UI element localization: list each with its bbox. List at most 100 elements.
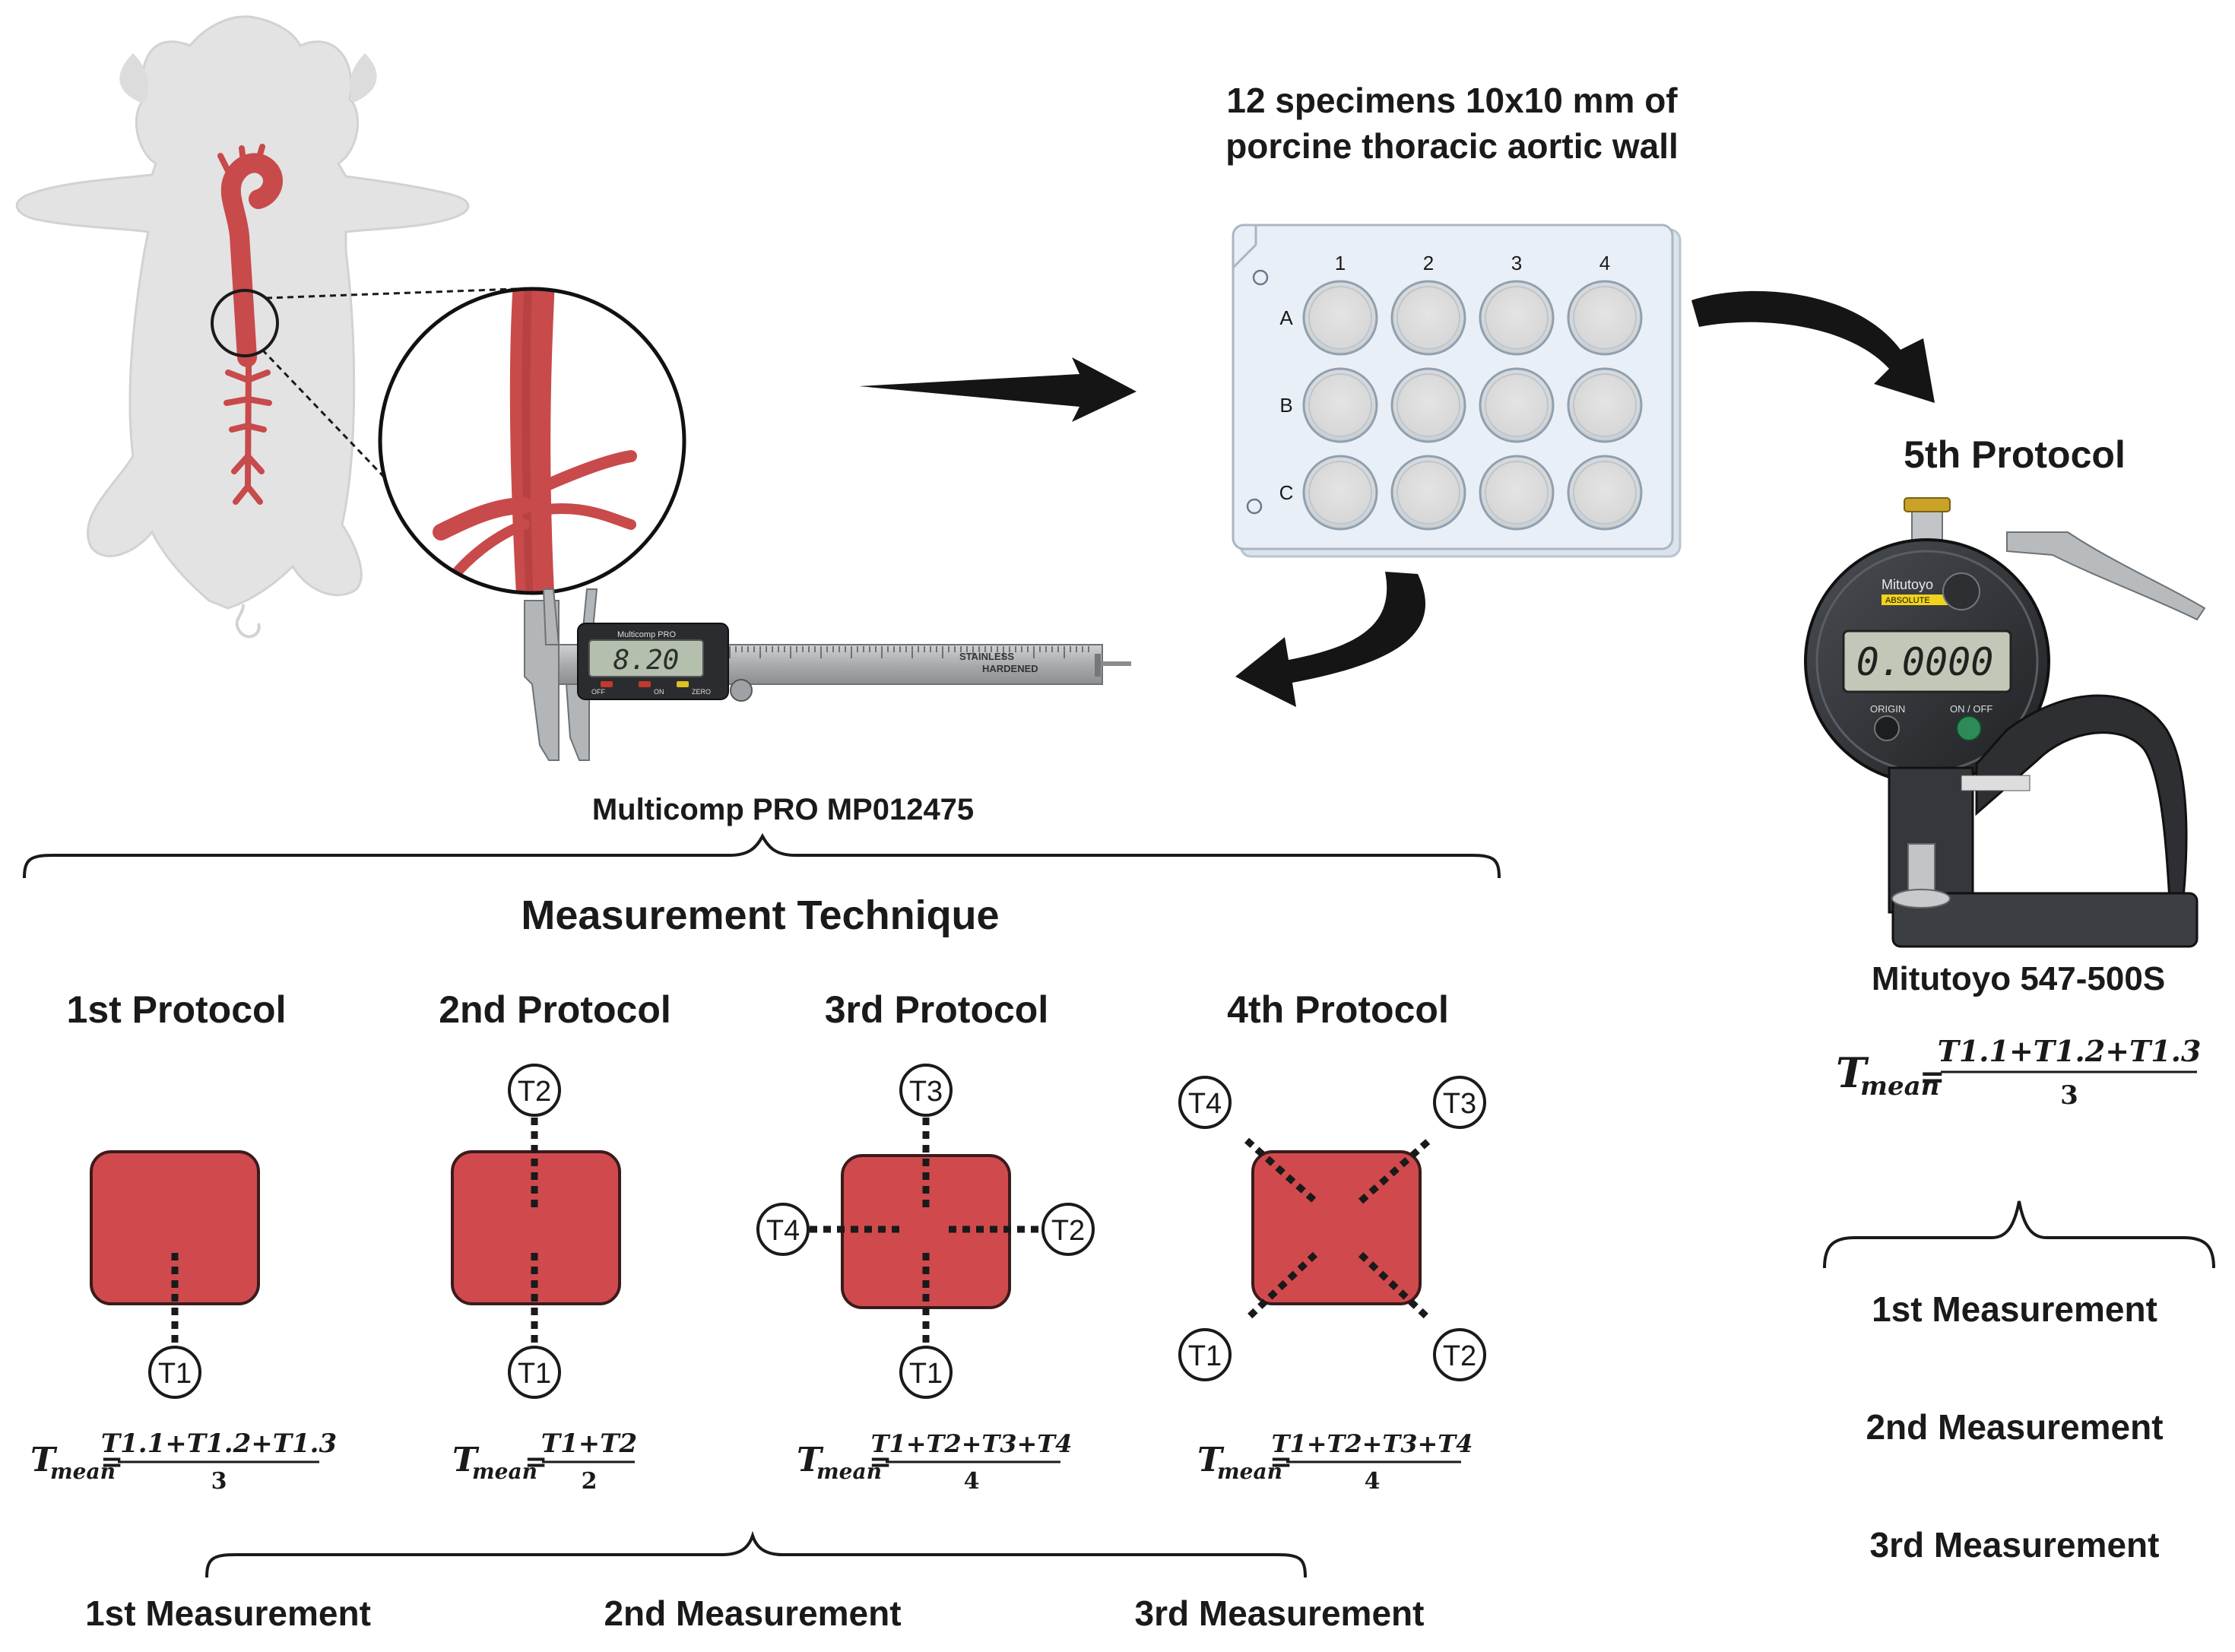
protocol-3-label-t3: T3 xyxy=(909,1076,943,1108)
bottom-measurement-2: 2nd Measurement xyxy=(604,1593,901,1633)
formula-2-denominator: 2 xyxy=(582,1468,598,1495)
formula-3-numerator: T1+T2+T3+T4 xyxy=(871,1429,1073,1458)
formula-1-lhs: T xyxy=(30,1441,58,1479)
protocol-3-formula: T mean = T1+T2+T3+T4 4 xyxy=(797,1429,1072,1495)
formula-4-denominator: 4 xyxy=(1365,1468,1381,1495)
protocol-2-point-t2 xyxy=(508,1064,561,1117)
gauge-display-value: 0.0000 xyxy=(1856,640,1994,684)
formula-4-lhs: T xyxy=(1197,1441,1225,1479)
plate-notch-bottom xyxy=(1246,498,1263,515)
zoom-marker xyxy=(211,289,279,357)
protocol-4-label-t4: T4 xyxy=(1188,1088,1222,1120)
protocol-1-point-t1 xyxy=(148,1346,201,1399)
protocol-4-path-t2 xyxy=(1358,1251,1432,1322)
caliper-display-value: 8.20 xyxy=(613,645,680,676)
protocol-2-label-t1: T1 xyxy=(518,1358,551,1390)
protocol-5-title: 5th Protocol xyxy=(1904,433,2126,476)
protocol-4-point-t4 xyxy=(1178,1076,1232,1129)
protocol-4-formula: T mean = T1+T2+T3+T4 4 xyxy=(1197,1429,1473,1495)
protocol-3-point-t1 xyxy=(899,1346,953,1399)
caliper-thumb-wheel xyxy=(730,679,753,702)
protocol-5-measurement-3: 3rd Measurement xyxy=(1870,1525,2160,1565)
plate-row-label-A: A xyxy=(1279,306,1293,329)
protocol-4-point-t3 xyxy=(1433,1076,1486,1129)
formula-4-numerator: T1+T2+T3+T4 xyxy=(1272,1429,1473,1458)
protocol-4: 4th Protocol T4 T3 T1 T2 xyxy=(1178,988,1486,1381)
gauge-onoff-label: ON / OFF xyxy=(1950,703,1992,715)
protocol-2: 2nd Protocol T2 T1 xyxy=(439,988,671,1399)
gauge-lever xyxy=(2006,531,2206,621)
plate-well-rim-B4 xyxy=(1573,373,1637,437)
protocol-5-brace xyxy=(1823,1200,2215,1269)
protocol-3: 3rd Protocol T3 T1 T4 T2 xyxy=(756,988,1095,1399)
svg-text:=: = xyxy=(1920,1059,1945,1095)
micrometer-model-label: Mitutoyo 547-500S xyxy=(1872,960,2165,997)
plate-well-rim-A3 xyxy=(1485,286,1549,350)
formula-2-sub: mean xyxy=(472,1459,537,1484)
protocol-4-point-t1 xyxy=(1178,1328,1232,1381)
plate-well-B4 xyxy=(1567,367,1643,443)
plate-well-A1 xyxy=(1302,280,1378,356)
plate-well-C2 xyxy=(1390,455,1466,531)
formula-2-numerator: T1+T2 xyxy=(541,1428,637,1459)
plate-well-B1 xyxy=(1302,367,1378,443)
gauge-sub-brand-strip xyxy=(1882,595,1950,605)
specimen-title-line2: porcine thoracic aortic wall xyxy=(1225,126,1679,166)
plate-well-rim-A2 xyxy=(1396,286,1460,350)
formula-1-numerator: T1.1+T1.2+T1.3 xyxy=(101,1428,337,1459)
protocol-1-formula: T mean = T1.1+T1.2+T1.3 3 xyxy=(30,1428,337,1495)
gauge-sub-brand: ABSOLUTE xyxy=(1885,596,1930,605)
plate-well-C4 xyxy=(1567,455,1643,531)
protocol-4-label-t1: T1 xyxy=(1188,1340,1222,1372)
protocol-5-measurement-2: 2nd Measurement xyxy=(1866,1407,2163,1447)
caliper-brand: Multicomp PRO xyxy=(617,630,676,639)
gauge-origin-button xyxy=(1874,715,1900,741)
plate-well-rim-A4 xyxy=(1573,286,1637,350)
plate-well-rim-C3 xyxy=(1485,461,1549,525)
caliper-marking-hardened: HARDENED xyxy=(982,663,1038,674)
plate-well-C3 xyxy=(1479,455,1555,531)
protocol-2-formula: T mean = T1+T2 2 xyxy=(452,1428,637,1495)
formula-5-denominator: 3 xyxy=(2060,1080,2078,1111)
caliper-model-label: Multicomp PRO MP012475 xyxy=(592,793,974,826)
plate-well-A3 xyxy=(1479,280,1555,356)
plate-well-rim-B3 xyxy=(1485,373,1549,437)
formula-1-sub: mean xyxy=(50,1459,116,1484)
arrow-to-caliper xyxy=(1235,572,1426,707)
protocol-1-label-t1: T1 xyxy=(158,1358,192,1390)
gauge-top-cap xyxy=(1904,497,1951,512)
arrow-to-plate xyxy=(859,357,1137,422)
formula-5-lhs: T xyxy=(1836,1048,1869,1097)
protocol-3-label-t4: T4 xyxy=(766,1215,800,1247)
plate-well-rim-B1 xyxy=(1308,373,1372,437)
protocol-3-title: 3rd Protocol xyxy=(825,988,1048,1031)
gauge-onoff-button xyxy=(1956,715,1982,741)
plate-row-label-C: C xyxy=(1279,481,1294,504)
formula-5-numerator: T1.1+T1.2+T1.3 xyxy=(1938,1034,2202,1068)
plate-well-rim-C1 xyxy=(1308,461,1372,525)
protocol-2-point-t1 xyxy=(508,1346,561,1399)
plate-well-C1 xyxy=(1302,455,1378,531)
bottom-brace xyxy=(205,1530,1307,1578)
gauge-anvil xyxy=(1891,889,1951,908)
pig-tail xyxy=(235,604,261,639)
protocol-3-label-t1: T1 xyxy=(909,1358,943,1390)
technique-brace xyxy=(23,832,1501,879)
bottom-measurement-1: 1st Measurement xyxy=(85,1593,371,1633)
arrow-to-micrometer xyxy=(1691,290,1935,403)
protocol-2-title: 2nd Protocol xyxy=(439,988,671,1031)
caliper-label-off: OFF xyxy=(591,688,605,696)
plate-well-rim-A1 xyxy=(1308,286,1372,350)
pig-ear-left xyxy=(119,53,148,103)
plate-well-B2 xyxy=(1390,367,1466,443)
gauge-brand: Mitutoyo xyxy=(1882,577,1933,592)
magnified-aorta xyxy=(378,287,686,595)
protocol-4-label-t3: T3 xyxy=(1443,1088,1476,1120)
formula-2-lhs: T xyxy=(452,1441,480,1479)
caliper-button-on xyxy=(639,681,651,687)
plate-notch-top xyxy=(1252,269,1269,286)
protocol-2-label-t2: T2 xyxy=(518,1076,551,1108)
formula-1-denominator: 3 xyxy=(211,1468,227,1495)
